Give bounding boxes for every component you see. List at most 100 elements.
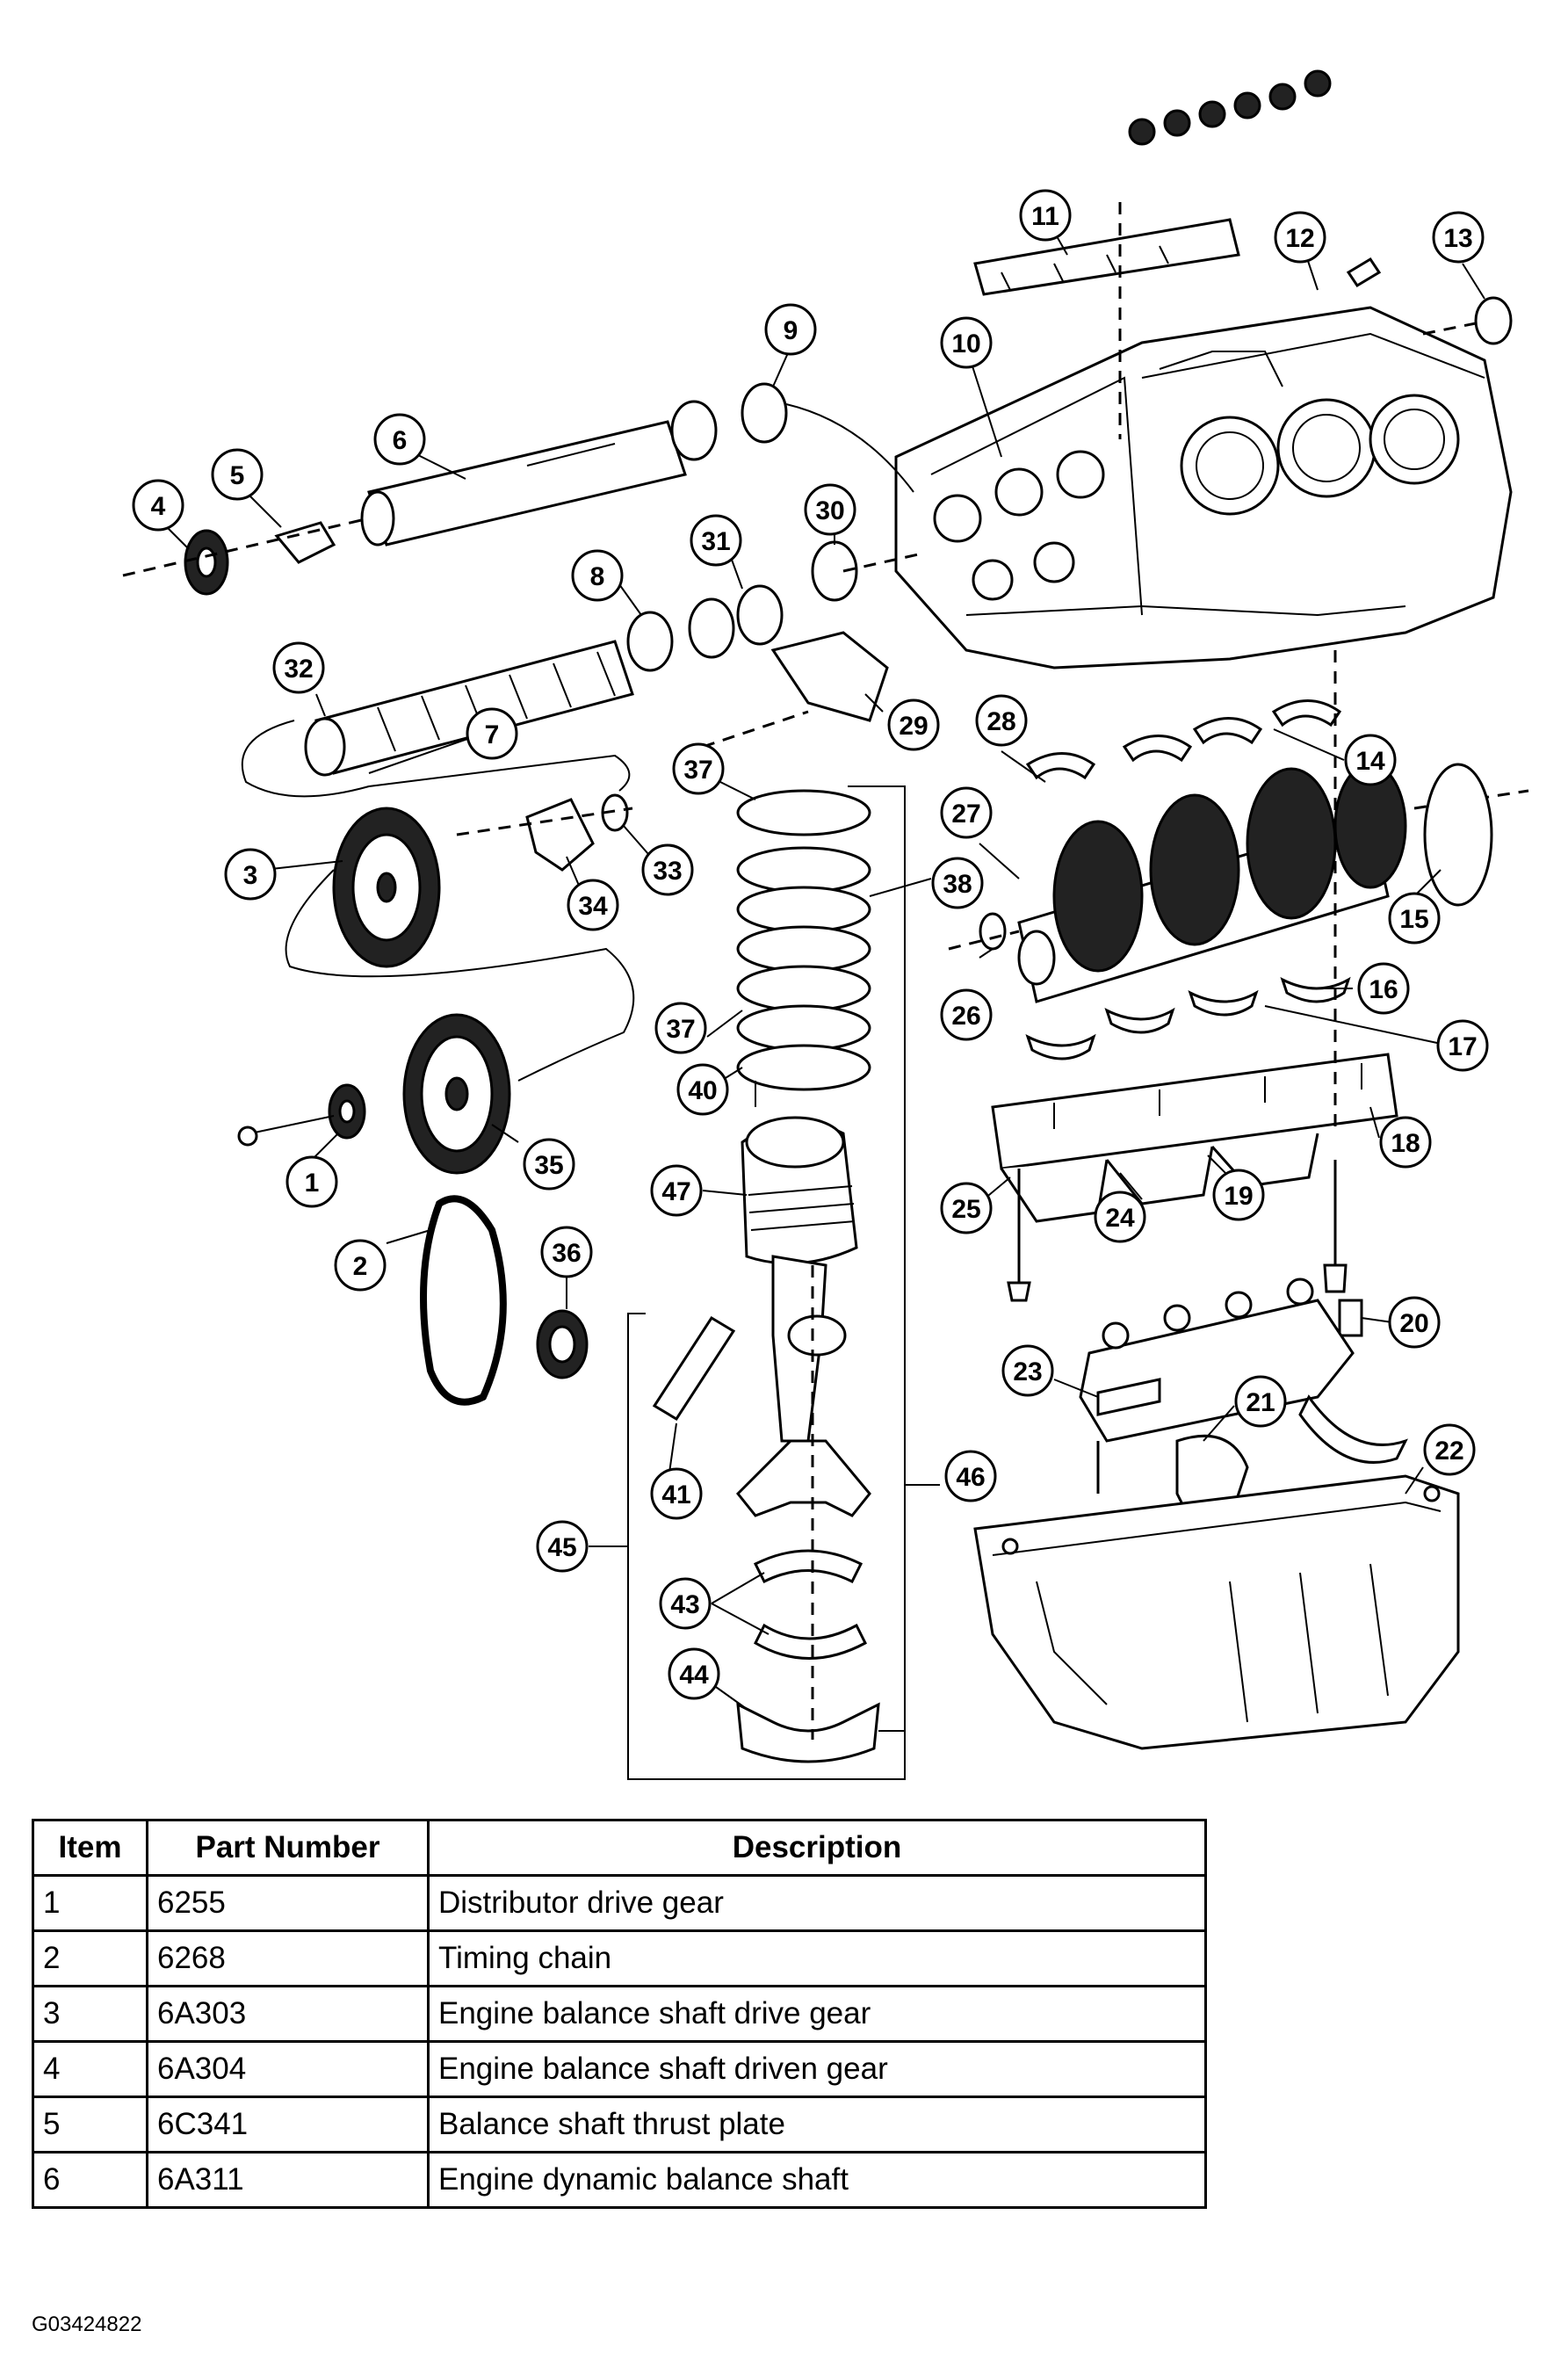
callout-21: 21 (1234, 1375, 1287, 1428)
callout-8: 8 (571, 549, 624, 602)
crank-sprocket (328, 1083, 366, 1140)
bushing-33 (601, 793, 629, 832)
timing-chain-guide (973, 202, 1240, 439)
svg-text:23: 23 (1013, 1357, 1042, 1386)
callout-41: 41 (650, 1467, 703, 1520)
callout-24: 24 (1094, 1191, 1146, 1243)
plug (1474, 296, 1513, 345)
svg-text:47: 47 (661, 1177, 690, 1206)
svg-text:12: 12 (1285, 224, 1314, 253)
cell-part-number: 6255 (146, 1874, 430, 1932)
svg-text:41: 41 (661, 1480, 690, 1509)
oil-pan (973, 1474, 1460, 1750)
bracket (770, 631, 889, 722)
callout-10: 10 (940, 316, 993, 369)
callout-36: 36 (540, 1226, 593, 1278)
callout-38: 38 (931, 857, 984, 909)
cell-part-number: 6268 (146, 1929, 430, 1987)
callout-22: 22 (1423, 1423, 1476, 1476)
svg-text:43: 43 (670, 1590, 699, 1619)
svg-text:34: 34 (578, 892, 608, 921)
svg-text:5: 5 (230, 461, 245, 490)
callout-37-lower: 37 (654, 1002, 707, 1054)
thrust-plate (274, 521, 336, 564)
callout-32: 32 (272, 641, 325, 694)
cell-part-number: 6C341 (146, 2096, 430, 2153)
chain-loop (241, 720, 631, 798)
callout-40: 40 (676, 1063, 729, 1116)
callout-35: 35 (523, 1138, 575, 1191)
svg-text:33: 33 (653, 857, 682, 886)
callout-1: 1 (285, 1155, 338, 1208)
callout-20: 20 (1388, 1296, 1441, 1349)
callout-3: 3 (224, 848, 277, 901)
svg-text:22: 22 (1434, 1437, 1463, 1466)
cell-description: Engine balance shaft drive gear (427, 1985, 1207, 2043)
callout-23: 23 (1001, 1344, 1054, 1397)
svg-text:37: 37 (683, 756, 712, 785)
table-header-row: Item Part Number Description (32, 1819, 1207, 1877)
driven-gear (184, 529, 229, 596)
callout-18: 18 (1379, 1116, 1432, 1169)
cell-item: 6 (32, 2151, 148, 2209)
callout-34: 34 (567, 879, 619, 931)
cell-item: 2 (32, 1929, 148, 1987)
bearings (626, 382, 858, 672)
rod-bearing-upper (753, 1549, 863, 1584)
callout-33: 33 (641, 843, 694, 896)
header-item: Item (32, 1819, 148, 1877)
svg-text:36: 36 (552, 1239, 581, 1268)
rod-bearing-lower (754, 1623, 867, 1660)
gasket (1096, 1378, 1161, 1416)
svg-text:19: 19 (1224, 1182, 1253, 1211)
callout-15: 15 (1388, 892, 1441, 945)
exploded-engine-diagram: 1 2 3 4 5 6 7 8 9 10 11 12 13 14 15 16 1… (122, 69, 1529, 1780)
svg-text:35: 35 (534, 1151, 563, 1180)
timing-belt (420, 1195, 507, 1406)
callout-12: 12 (1274, 211, 1326, 264)
table-row: 1 6255 Distributor drive gear (32, 1874, 1207, 1932)
callout-47: 47 (650, 1164, 703, 1217)
cell-part-number: 6A303 (146, 1985, 430, 2043)
figure-id: G03424822 (32, 2313, 142, 2336)
svg-text:10: 10 (951, 329, 980, 358)
callout-5: 5 (211, 448, 264, 501)
rod-cap (736, 1702, 880, 1763)
svg-text:45: 45 (547, 1533, 576, 1562)
svg-text:2: 2 (353, 1252, 368, 1281)
callout-26: 26 (940, 988, 993, 1041)
svg-text:18: 18 (1391, 1129, 1420, 1158)
front-seal (536, 1309, 589, 1379)
svg-text:20: 20 (1399, 1309, 1428, 1338)
svg-text:32: 32 (284, 655, 313, 684)
svg-text:4: 4 (151, 492, 166, 521)
thrust-plate-34 (525, 798, 595, 872)
svg-text:30: 30 (815, 496, 844, 525)
piston (741, 1116, 858, 1265)
svg-text:38: 38 (943, 870, 972, 899)
callout-43: 43 (659, 1577, 712, 1630)
header-description: Description (427, 1819, 1207, 1877)
callout-19: 19 (1212, 1169, 1265, 1221)
sensor (1346, 257, 1382, 288)
piston-rings (736, 789, 871, 1091)
connecting-rod (735, 1255, 871, 1517)
header-part-number: Part Number (146, 1819, 430, 1877)
svg-text:3: 3 (243, 861, 258, 890)
callout-13: 13 (1432, 211, 1485, 264)
callout-7: 7 (466, 707, 518, 760)
svg-text:25: 25 (951, 1195, 980, 1224)
callout-46: 46 (944, 1450, 997, 1502)
svg-text:9: 9 (784, 316, 798, 345)
svg-text:46: 46 (956, 1463, 985, 1492)
callout-16: 16 (1357, 962, 1410, 1015)
camshaft-followers-top (1128, 69, 1332, 146)
cell-description: Balance shaft thrust plate (427, 2096, 1207, 2153)
cell-item: 1 (32, 1874, 148, 1932)
svg-text:37: 37 (666, 1015, 695, 1044)
callout-37-top: 37 (672, 742, 725, 795)
table-row: 6 6A311 Engine dynamic balance shaft (32, 2151, 1207, 2209)
svg-text:7: 7 (485, 720, 500, 749)
cell-part-number: 6A304 (146, 2040, 430, 2098)
svg-text:29: 29 (899, 712, 928, 741)
